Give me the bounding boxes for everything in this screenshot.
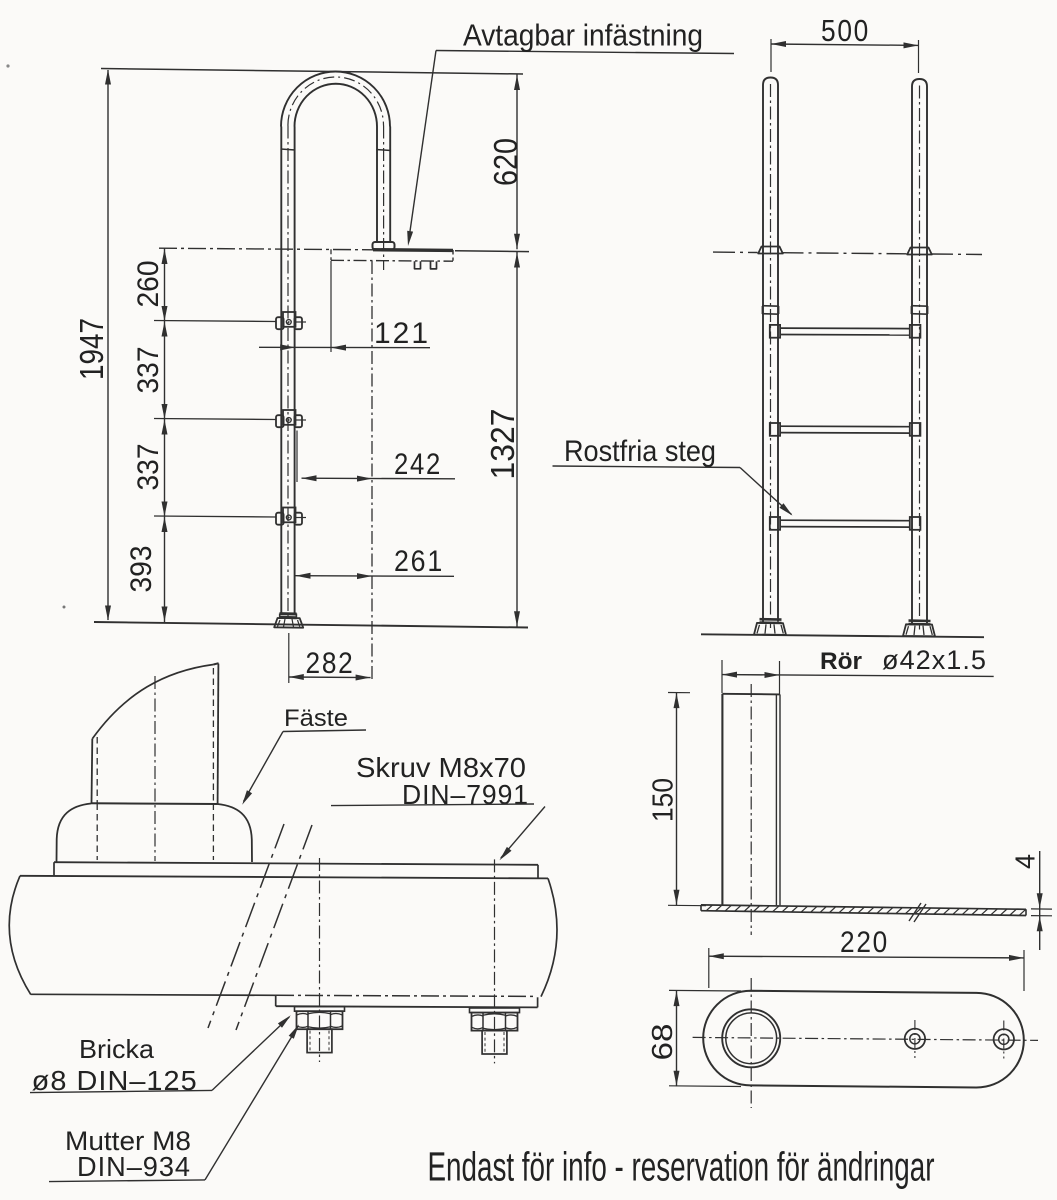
svg-text:68: 68 xyxy=(647,1024,679,1061)
svg-text:DIN–934: DIN–934 xyxy=(77,1151,191,1182)
svg-text:261: 261 xyxy=(394,545,444,578)
svg-text:121: 121 xyxy=(374,317,430,350)
svg-text:Bricka: Bricka xyxy=(79,1034,155,1064)
svg-text:Rör: Rör xyxy=(820,648,862,675)
svg-text:150: 150 xyxy=(647,778,679,822)
svg-text:220: 220 xyxy=(840,926,889,959)
svg-text:337: 337 xyxy=(132,347,165,394)
svg-text:Mutter M8: Mutter M8 xyxy=(65,1126,191,1156)
svg-text:1327: 1327 xyxy=(484,409,521,480)
svg-text:620: 620 xyxy=(487,138,524,186)
svg-text:Skruv M8x70: Skruv M8x70 xyxy=(356,752,526,783)
svg-text:282: 282 xyxy=(306,647,355,680)
svg-text:337: 337 xyxy=(132,444,165,491)
svg-text:500: 500 xyxy=(821,13,870,48)
svg-text:260: 260 xyxy=(132,261,165,308)
svg-text:Rostfria steg: Rostfria steg xyxy=(564,435,716,468)
svg-text:1947: 1947 xyxy=(73,318,110,380)
svg-text:393: 393 xyxy=(125,546,158,593)
svg-text:ø42x1.5: ø42x1.5 xyxy=(882,645,987,675)
svg-text:4: 4 xyxy=(1010,854,1041,869)
svg-text:242: 242 xyxy=(394,448,442,481)
svg-text:Avtagbar infästning: Avtagbar infästning xyxy=(463,18,703,53)
svg-text:Fäste: Fäste xyxy=(284,705,348,732)
svg-text:Endast för info - reservation: Endast för info - reservation för ändrin… xyxy=(428,1144,935,1190)
